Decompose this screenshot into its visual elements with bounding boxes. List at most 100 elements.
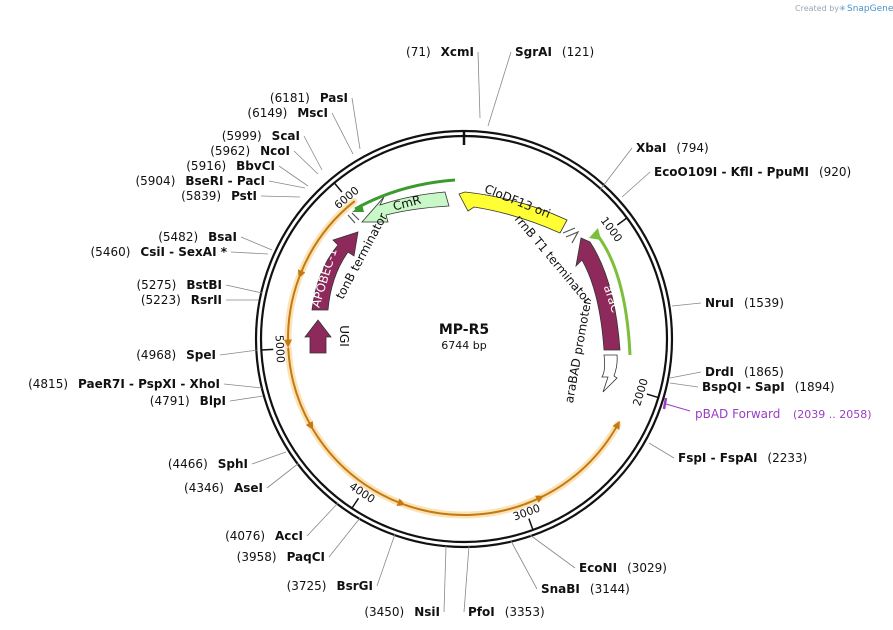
- site-position: (4791): [150, 394, 190, 408]
- site-position: (1539): [744, 296, 784, 310]
- site-label[interactable]: (5482)BsaI: [158, 230, 237, 244]
- site-position: (6149): [247, 106, 287, 120]
- feature-arac[interactable]: araC: [575, 237, 623, 351]
- site-label[interactable]: (4968)SpeI: [136, 348, 216, 362]
- orf-arc-glow: [538, 420, 622, 501]
- leader-line: [351, 97, 361, 150]
- site-position: (3353): [505, 605, 545, 619]
- feature-ugi[interactable]: UGI: [304, 319, 351, 354]
- arac-outer-arrowhead-icon: [589, 228, 601, 240]
- site-label[interactable]: NruI (1539): [705, 296, 784, 310]
- site-label[interactable]: FspI - FspAI (2233): [678, 451, 807, 465]
- site-name: SnaBI: [541, 582, 580, 596]
- site-label[interactable]: PfoI (3353): [468, 605, 545, 619]
- feature-cloDF13-ori[interactable]: CloDF13 ori: [458, 182, 568, 234]
- araBAD-promoter-arrow: [601, 354, 618, 393]
- leader-line: [223, 383, 263, 389]
- site-label[interactable]: (4466)SphI: [168, 457, 248, 471]
- cloDF13-ori-arrow: [458, 191, 568, 234]
- leader-line: [225, 284, 263, 294]
- site-position: (2233): [767, 451, 807, 465]
- site-position: (5916): [186, 159, 226, 173]
- site-label[interactable]: (5999)ScaI: [222, 129, 300, 143]
- site-name: BsrGI: [336, 579, 373, 593]
- tick-mark: [261, 348, 274, 351]
- site-position: (5839): [181, 189, 221, 203]
- ugi-arrow: [304, 319, 332, 354]
- site-label[interactable]: (5839)PstI: [181, 189, 257, 203]
- site-label[interactable]: (4815)PaeR7I - PspXI - XhoI: [28, 377, 220, 391]
- site-label[interactable]: SnaBI(3144): [541, 582, 630, 596]
- leader-line: [529, 534, 576, 569]
- site-name: RsrII: [191, 293, 222, 307]
- site-position: (794): [676, 141, 708, 155]
- site-name: XcmI: [441, 45, 474, 59]
- site-label[interactable]: (71)XcmI: [406, 45, 474, 59]
- leader-line: [230, 251, 269, 255]
- leader-line: [671, 302, 702, 307]
- feature-cmr[interactable]: CmR: [361, 191, 450, 223]
- site-position: (4815): [28, 377, 68, 391]
- leader-line: [293, 150, 319, 175]
- site-name: PfoI: [468, 605, 495, 619]
- site-label[interactable]: (5916)BbvCI: [186, 159, 275, 173]
- site-label[interactable]: (3450)NsiI: [364, 605, 440, 619]
- site-label[interactable]: (5275)BstBI: [136, 278, 222, 292]
- leader-line: [251, 451, 287, 465]
- site-name: NcoI: [260, 144, 290, 158]
- primer-range: (2039 .. 2058): [793, 408, 872, 421]
- site-position: (5460): [91, 245, 131, 259]
- leader-line: [268, 180, 306, 189]
- site-position: (920): [819, 165, 851, 179]
- tick-label: 5000: [273, 335, 287, 364]
- site-label[interactable]: XbaI(794): [636, 141, 709, 155]
- site-label[interactable]: EcoO109I - KflI - PpuMI(920): [654, 165, 851, 179]
- snapgene-credit: Created by ✳ SnapGene: [795, 4, 893, 14]
- site-label[interactable]: (3958)PaqCI: [237, 550, 325, 564]
- site-label[interactable]: (4346)AseI: [184, 481, 263, 495]
- primer-bar: [662, 397, 668, 410]
- site-label[interactable]: (4076)AccI: [225, 529, 303, 543]
- site-label[interactable]: (6181)PasI: [270, 91, 348, 105]
- map-length: 6744 bp: [441, 339, 486, 352]
- orf-arc: [311, 428, 406, 506]
- primer-name: pBAD Forward: [695, 407, 780, 421]
- tick-mark: [528, 518, 534, 531]
- orf-arc: [297, 200, 356, 279]
- site-label[interactable]: BspQI - SapI(1894): [702, 380, 835, 394]
- tick-mark: [616, 217, 628, 226]
- site-position: (3958): [237, 550, 277, 564]
- site-label[interactable]: (5460)CsiI - SexAI *: [91, 245, 228, 259]
- leader-line: [303, 135, 323, 171]
- site-label[interactable]: (5223) RsrII: [141, 293, 222, 307]
- leader-line: [219, 349, 259, 356]
- site-label[interactable]: (5962)NcoI: [210, 144, 290, 158]
- site-position: (4968): [136, 348, 176, 362]
- primer-arrow-icon: [665, 403, 691, 412]
- ugi-label: UGI: [337, 325, 351, 347]
- site-label[interactable]: EcoNI(3029): [579, 561, 667, 575]
- site-name: FspI - FspAI: [678, 451, 757, 465]
- site-name: DrdI: [705, 365, 734, 379]
- primer-pbad-forward[interactable]: pBAD Forward (2039 .. 2058): [662, 397, 872, 421]
- site-label[interactable]: (3725)BsrGI: [287, 579, 373, 593]
- orf-arcs: [283, 198, 622, 519]
- site-label[interactable]: (4791)BlpI: [150, 394, 226, 408]
- leader-line: [229, 395, 264, 402]
- site-name: ScaI: [272, 129, 300, 143]
- leader-line: [669, 382, 699, 388]
- leader-line: [306, 502, 339, 537]
- orf-arc-glow: [284, 345, 315, 430]
- site-position: (6181): [270, 91, 310, 105]
- araBAD-promoter-label: araBAD promoter: [562, 298, 594, 404]
- site-position: (4466): [168, 457, 208, 471]
- site-position: (5223): [141, 293, 181, 307]
- site-name: NruI: [705, 296, 734, 310]
- site-label[interactable]: DrdI (1865): [705, 365, 784, 379]
- tick-label: 2000: [630, 377, 651, 408]
- site-label[interactable]: (5904)BseRI - PacI: [135, 174, 265, 188]
- site-label[interactable]: (6149)MscI: [247, 106, 328, 120]
- site-label[interactable]: SgrAI(121): [515, 45, 594, 59]
- site-position: (1865): [744, 365, 784, 379]
